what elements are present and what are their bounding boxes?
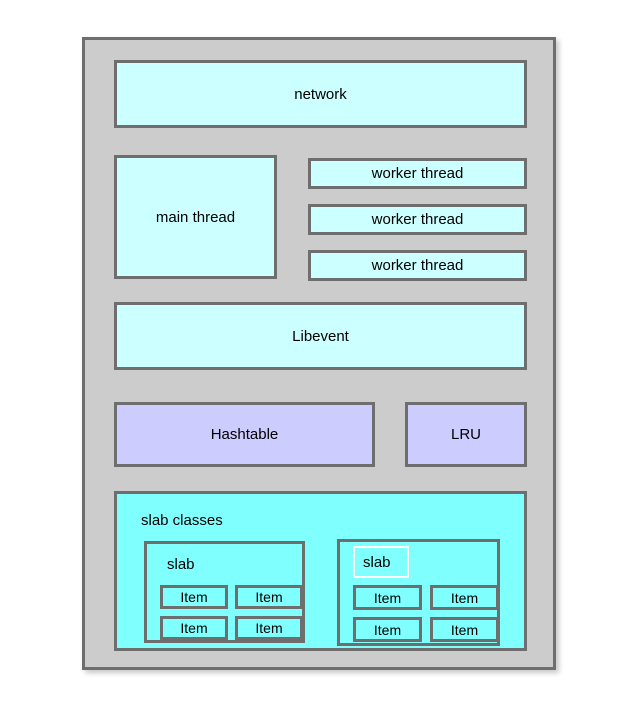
hashtable-label: Hashtable xyxy=(210,426,279,443)
item-label: Item xyxy=(255,620,283,636)
item-label: Item xyxy=(450,621,479,638)
slab-box-1[interactable]: slab Item Item Item Item xyxy=(144,541,305,643)
item-box[interactable]: Item xyxy=(353,585,422,610)
slab-classes-box[interactable]: slab classes slab Item Item Item Item xyxy=(114,491,527,651)
worker-thread-label-2: worker thread xyxy=(371,211,464,228)
item-box[interactable]: Item xyxy=(430,585,499,610)
lru-box[interactable]: LRU xyxy=(405,402,527,467)
item-box[interactable]: Item xyxy=(235,616,303,640)
memcached-process-container: network main thread worker thread worker… xyxy=(82,37,556,670)
item-label: Item xyxy=(373,621,402,638)
network-label: network xyxy=(294,85,347,103)
item-box[interactable]: Item xyxy=(353,617,422,642)
network-box[interactable]: network xyxy=(114,60,527,128)
main-thread-label: main thread xyxy=(155,208,236,226)
slab-label-2: slab xyxy=(363,553,391,571)
item-box[interactable]: Item xyxy=(430,617,499,642)
slab-label-highlight-2[interactable]: slab xyxy=(353,546,409,578)
hashtable-box[interactable]: Hashtable xyxy=(114,402,375,467)
item-label: Item xyxy=(255,589,283,605)
item-label: Item xyxy=(373,589,402,606)
item-label: Item xyxy=(180,589,208,605)
item-label: Item xyxy=(180,620,208,636)
worker-thread-box-1[interactable]: worker thread xyxy=(308,158,527,189)
libevent-label: Libevent xyxy=(292,327,349,345)
item-box[interactable]: Item xyxy=(235,585,303,609)
main-thread-box[interactable]: main thread xyxy=(114,155,277,279)
lru-label: LRU xyxy=(450,426,481,443)
slab-label-1: slab xyxy=(167,556,195,573)
slab-box-2[interactable]: slab Item Item Item Item xyxy=(337,539,500,646)
slab-classes-label: slab classes xyxy=(141,512,223,529)
worker-thread-label-3: worker thread xyxy=(371,257,464,274)
libevent-box[interactable]: Libevent xyxy=(114,302,527,370)
worker-thread-box-3[interactable]: worker thread xyxy=(308,250,527,281)
worker-thread-box-2[interactable]: worker thread xyxy=(308,204,527,235)
item-box[interactable]: Item xyxy=(160,585,228,609)
item-box[interactable]: Item xyxy=(160,616,228,640)
item-label: Item xyxy=(450,589,479,606)
worker-thread-label-1: worker thread xyxy=(371,165,464,182)
